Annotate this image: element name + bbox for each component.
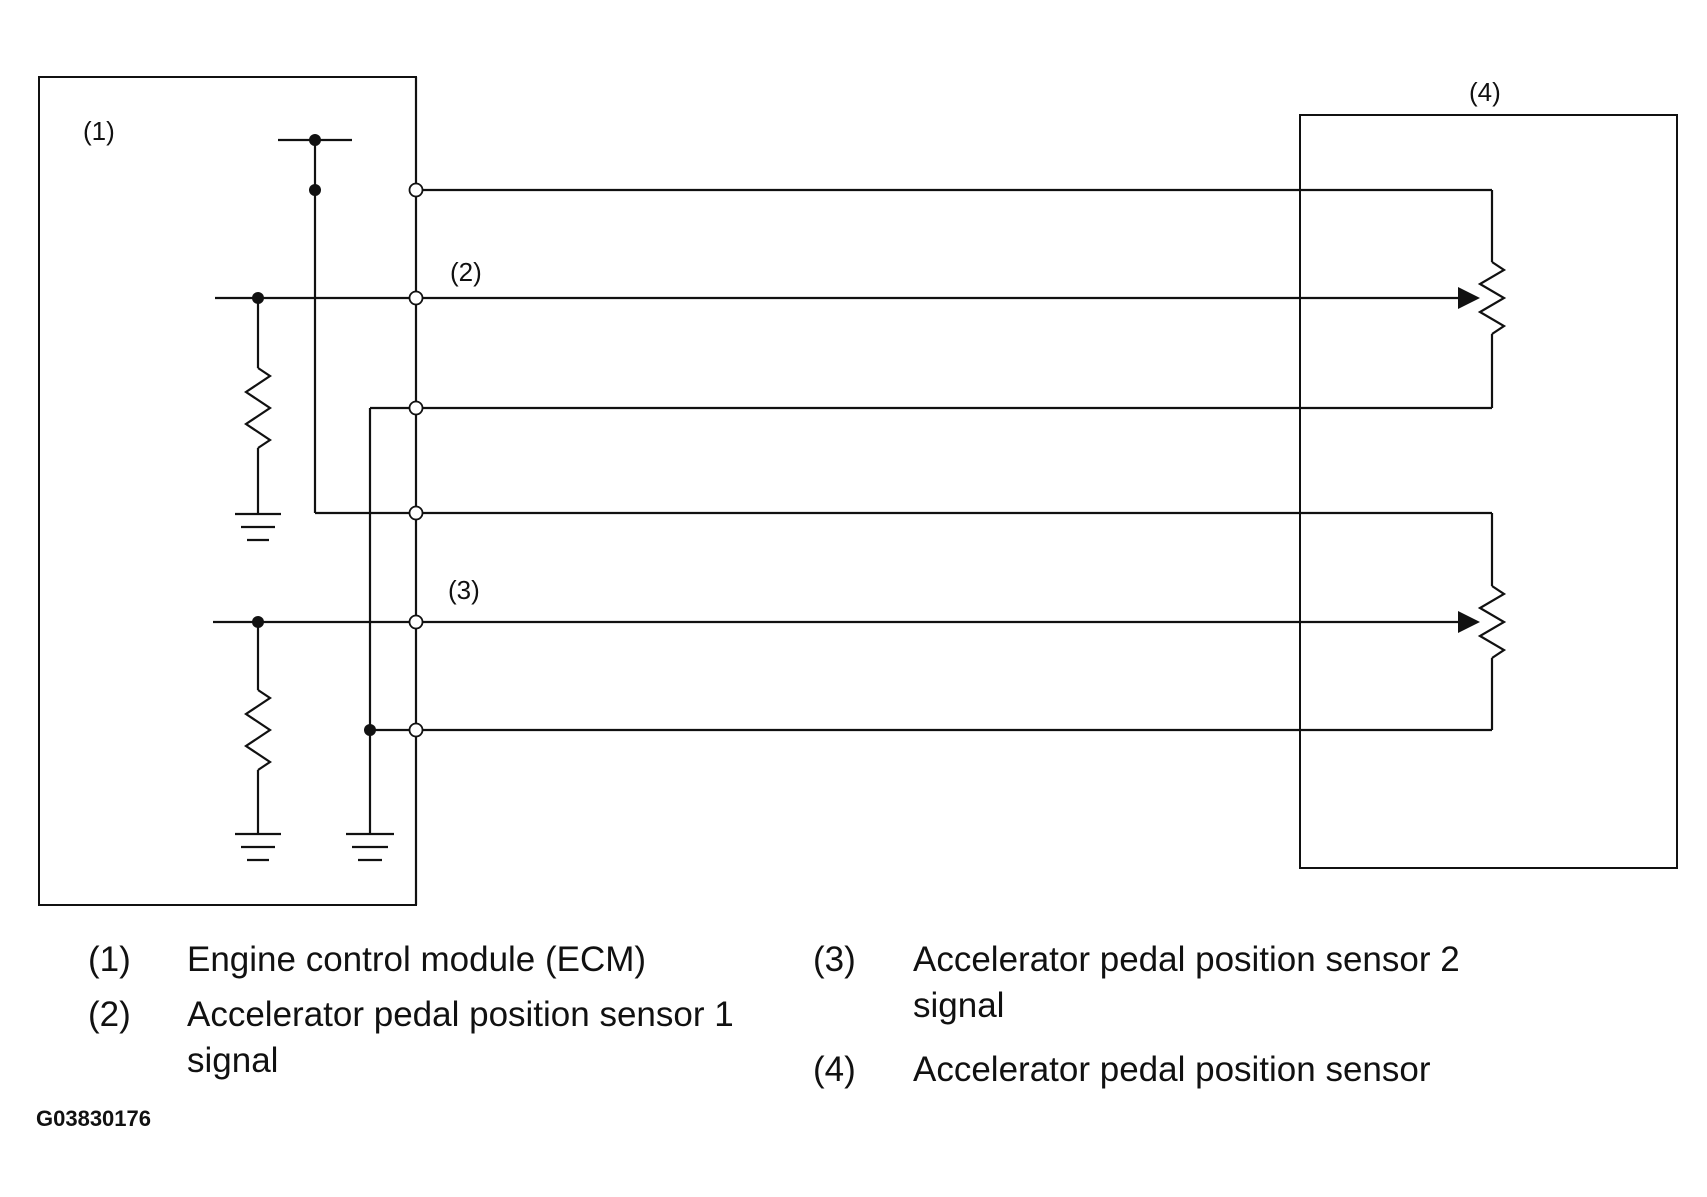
legend-number: (2) <box>88 995 131 1034</box>
legend-text: Engine control module (ECM) <box>187 940 647 979</box>
figure-id: G03830176 <box>36 1106 151 1131</box>
potentiometer-1-icon <box>1458 190 1507 408</box>
resistor-icon <box>244 367 272 449</box>
sensor-ground-return <box>364 406 416 834</box>
callout-signal-2: (3) <box>448 575 480 605</box>
legend-number: (4) <box>813 1050 856 1089</box>
ground-icon <box>346 832 394 862</box>
legend-number: (1) <box>88 940 131 979</box>
harness-wires <box>416 188 1492 732</box>
legend-text: Accelerator pedal position sensor 2 sign… <box>913 940 1460 1025</box>
resistor-icon <box>244 689 272 771</box>
legend-text: Accelerator pedal position sensor <box>913 1050 1431 1089</box>
legend-number: (3) <box>813 940 856 979</box>
ground-icon <box>235 832 281 862</box>
signal-1-input-circuit <box>215 292 416 514</box>
callout-ecm: (1) <box>83 116 115 146</box>
ground-icon <box>235 512 281 542</box>
legend-text: Accelerator pedal position sensor 1 sign… <box>187 995 734 1080</box>
sensor-box <box>1299 114 1678 869</box>
ecm-box <box>38 76 417 906</box>
callout-signal-1: (2) <box>450 257 482 287</box>
potentiometer-2-icon <box>1458 513 1507 730</box>
callout-sensor: (4) <box>1469 77 1501 107</box>
connector-terminals <box>408 182 424 738</box>
power-supply-rail <box>278 134 416 515</box>
signal-2-input-circuit <box>213 616 416 834</box>
